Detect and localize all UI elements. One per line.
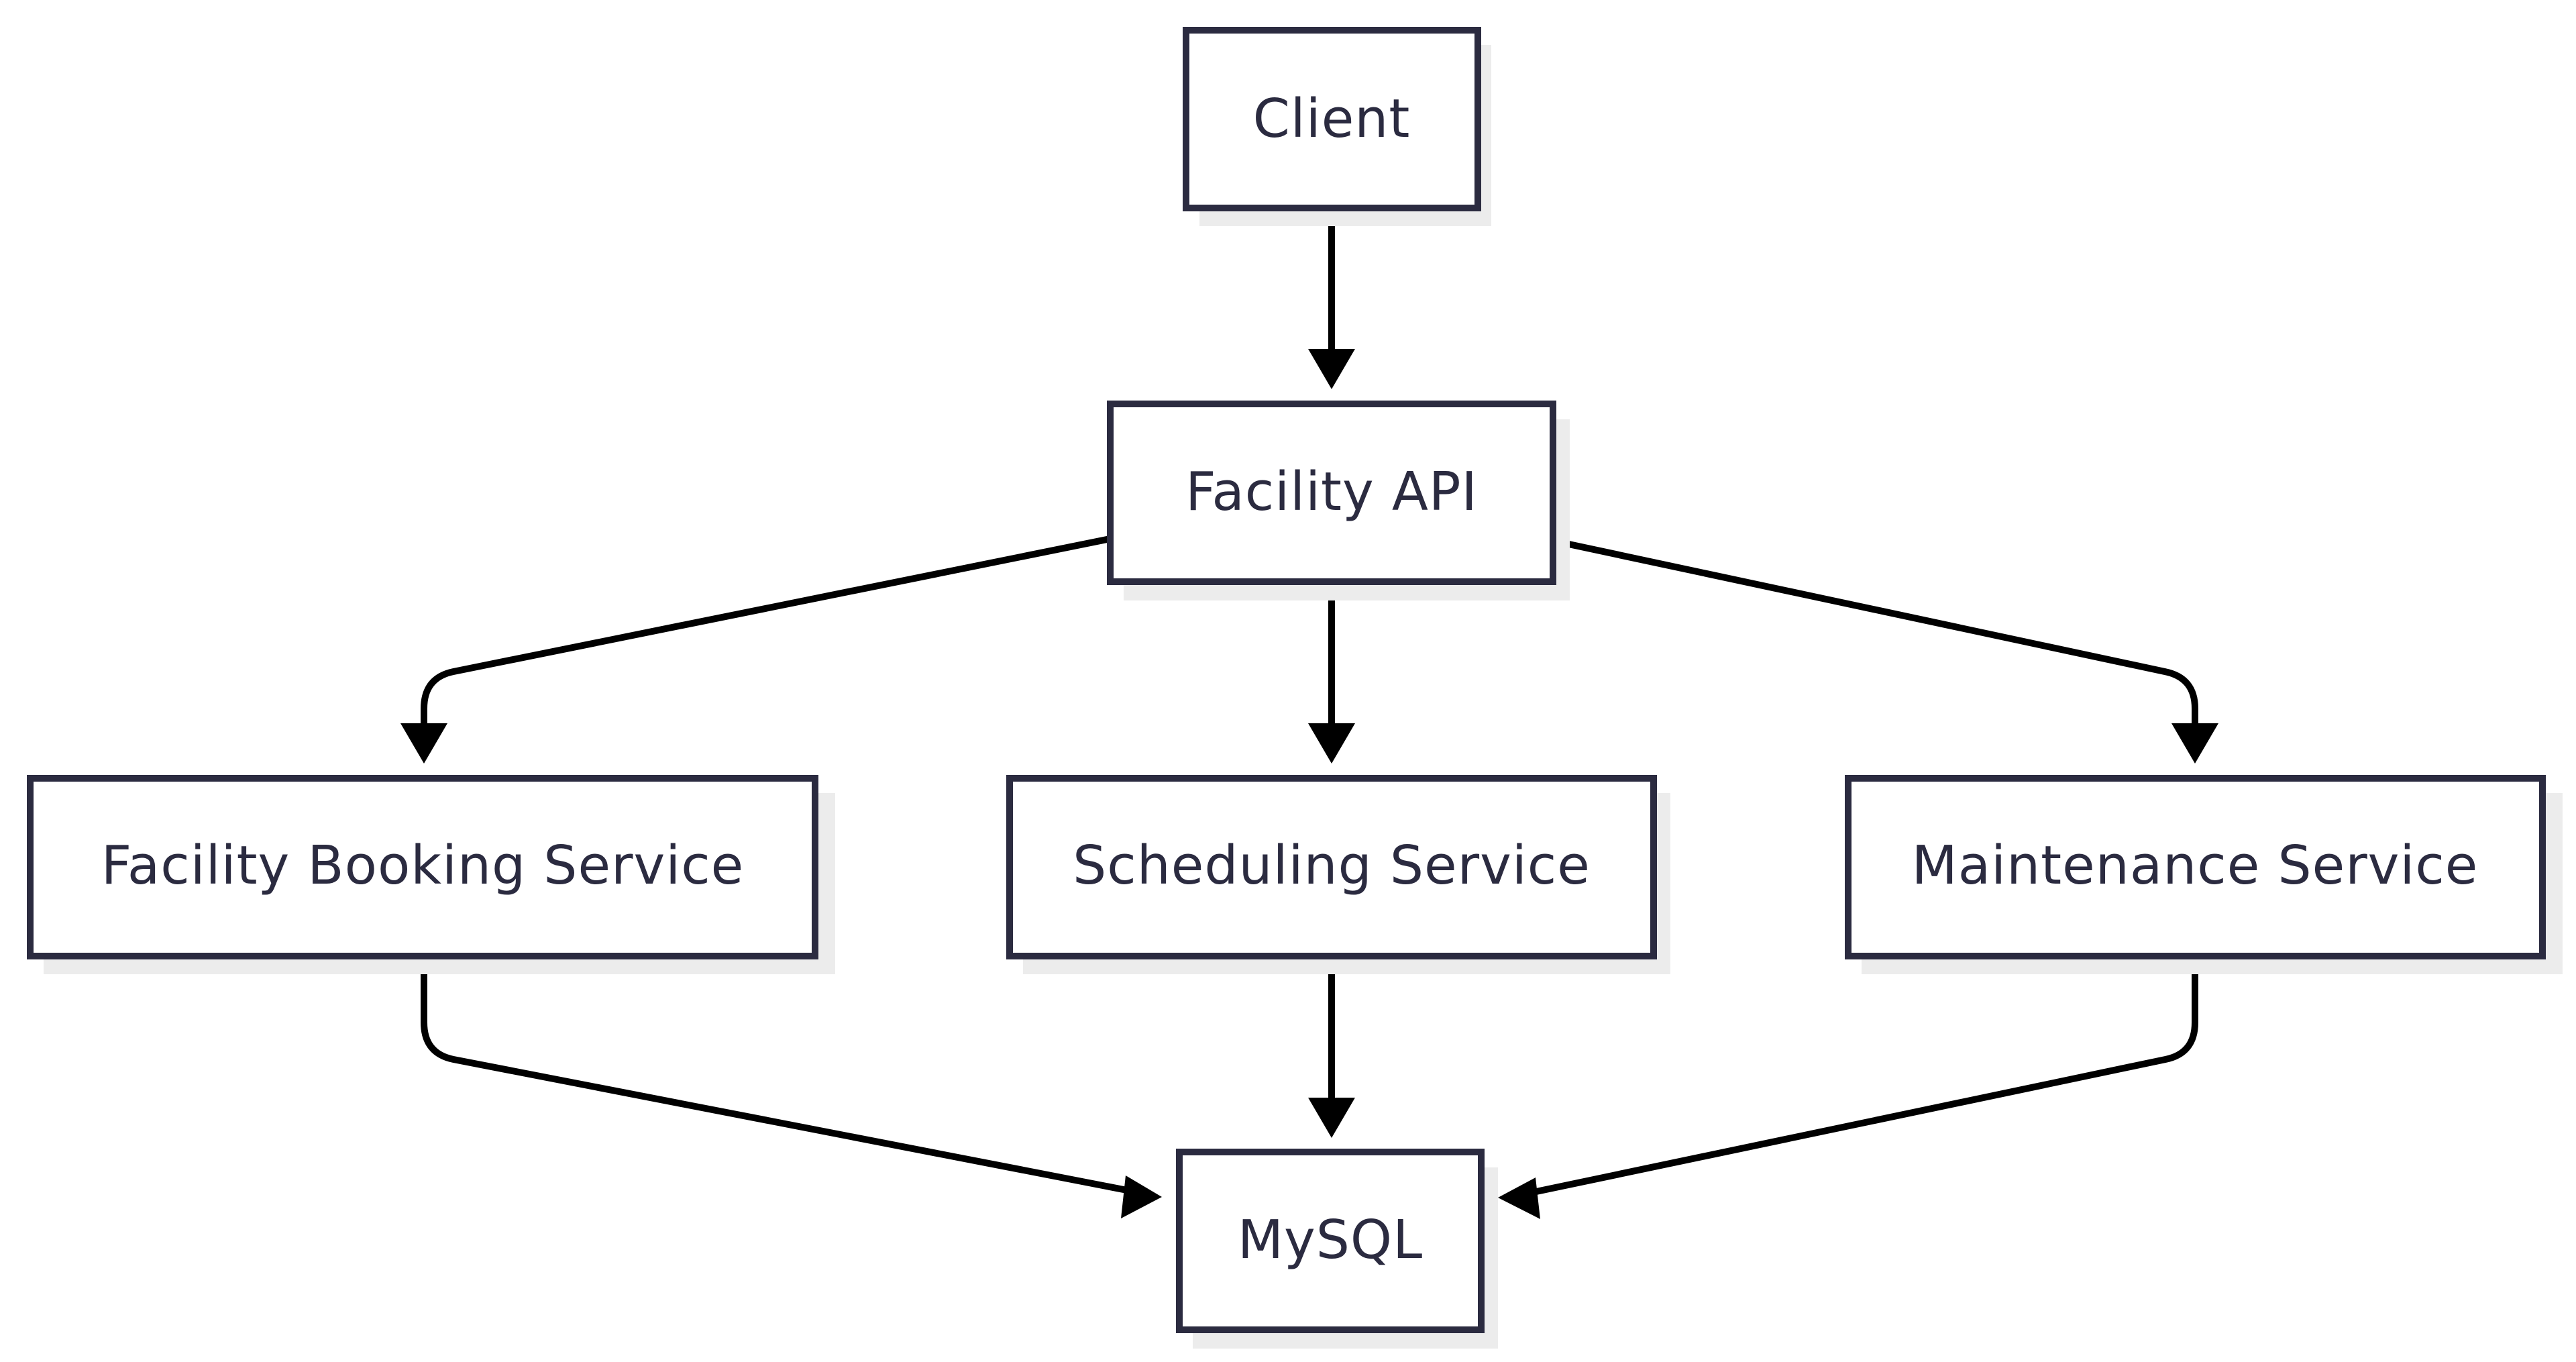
node-label-facility-api: Facility API <box>1185 461 1478 523</box>
node-label-maintenance-service: Maintenance Service <box>1912 835 2479 896</box>
node-box <box>1107 401 1556 585</box>
arrowhead-mysql-from-booking <box>1121 1175 1162 1218</box>
node-box <box>1183 27 1481 211</box>
node-box <box>1006 775 1657 959</box>
node-client[interactable]: Client <box>1183 27 1491 226</box>
arrowhead-mysql-from-maintenance <box>1498 1177 1540 1219</box>
node-label-scheduling-service: Scheduling Service <box>1073 835 1591 896</box>
node-scheduling-service[interactable]: Scheduling Service <box>1006 775 1670 974</box>
node-label-mysql: MySQL <box>1238 1209 1423 1271</box>
arrowhead-mysql-from-scheduling <box>1308 1098 1355 1138</box>
edge-booking-to-mysql <box>421 956 1128 1194</box>
node-box <box>27 775 818 959</box>
node-mysql[interactable]: MySQL <box>1176 1149 1498 1349</box>
arrowhead-maintenance-from-api <box>2171 723 2218 764</box>
node-label-facility-booking-service: Facility Booking Service <box>101 835 745 896</box>
node-box <box>1176 1149 1485 1333</box>
edge-api-to-maintenance <box>1552 537 2198 723</box>
nodes: Client Facility API Facility Booking Ser… <box>27 27 2563 1349</box>
node-facility-booking-service[interactable]: Facility Booking Service <box>27 775 835 974</box>
edge-api-to-booking <box>421 535 1111 723</box>
arrowhead-scheduling-from-api <box>1308 723 1355 764</box>
edge-maintenance-to-mysql <box>1535 956 2198 1195</box>
node-maintenance-service[interactable]: Maintenance Service <box>1845 775 2563 974</box>
edges <box>400 209 2218 1219</box>
node-box <box>1845 775 2546 959</box>
node-label-client: Client <box>1253 88 1411 150</box>
node-facility-api[interactable]: Facility API <box>1107 401 1570 600</box>
arrowhead-booking-from-api <box>400 723 447 764</box>
arrowhead-api-from-client <box>1308 349 1355 389</box>
